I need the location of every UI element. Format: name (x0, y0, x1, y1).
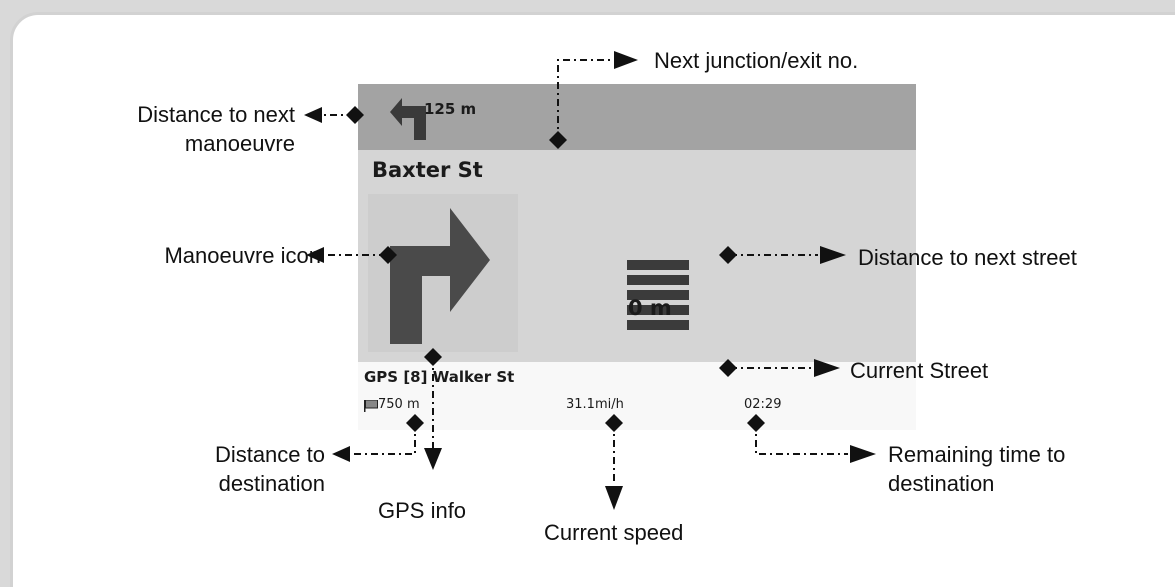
street-name: Baxter St (372, 158, 483, 182)
connector-lines (320, 59, 848, 484)
distance-bars-icon (627, 260, 689, 335)
manoeuvre-icon-box (368, 194, 518, 352)
connector-overlay (304, 51, 876, 510)
label-line: destination (888, 471, 995, 496)
label-next-junction: Next junction/exit no. (654, 48, 859, 73)
label-distance-next-street: Distance to next street (858, 245, 1077, 270)
label-line: destination (218, 471, 325, 496)
destination-distance-value: 750 m (378, 397, 420, 412)
label-distance-next-manoeuvre: Distance to next manoeuvre (137, 100, 295, 158)
label-gps-info: GPS info (378, 498, 467, 523)
label-manoeuvre-icon: Manoeuvre icon (164, 243, 321, 268)
turn-left-icon (390, 98, 426, 140)
label-line: Remaining time to (888, 442, 1066, 467)
label-remaining-time: Remaining time to destination (888, 440, 1080, 498)
turn-right-arrow-icon (390, 208, 490, 344)
label-current-street: Current Street (850, 358, 989, 383)
label-line: manoeuvre (184, 131, 295, 156)
arrowhead-icon (304, 51, 876, 510)
flag-icon (364, 400, 378, 412)
remaining-time-value: 02:29 (744, 397, 782, 412)
label-line: Distance to next (137, 102, 295, 127)
distance-next-street-value: 0 m (628, 296, 672, 320)
speed-value: 31.1mi/h (566, 397, 624, 412)
diamond-marker-icon (346, 106, 765, 432)
gps-status-text: GPS [8] Walker St (364, 368, 515, 386)
top-bar: 125 m (358, 84, 916, 150)
label-distance-destination: Distance to destination (215, 440, 325, 498)
distance-next-manoeuvre-value: 125 m (424, 100, 477, 118)
label-current-speed: Current speed (544, 520, 684, 545)
label-line: Distance to (214, 442, 325, 467)
